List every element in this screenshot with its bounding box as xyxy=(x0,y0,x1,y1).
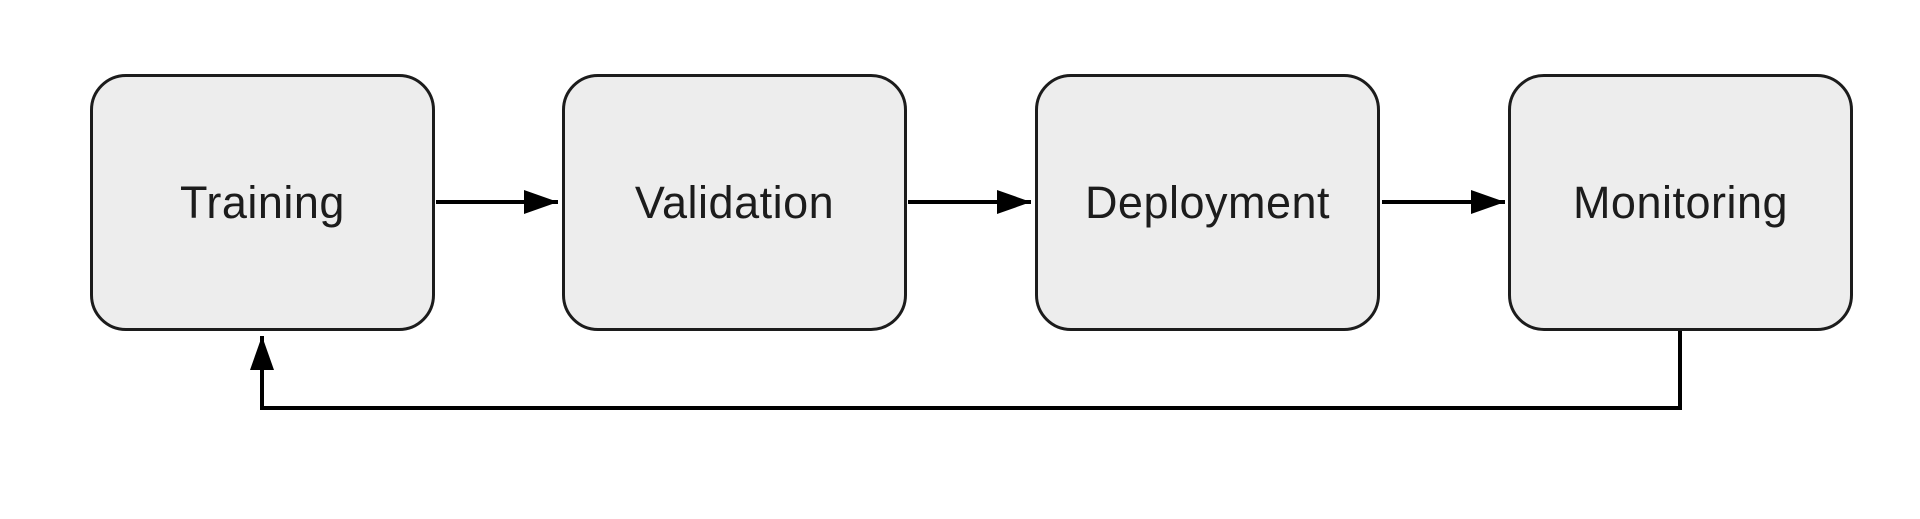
node-deployment-label: Deployment xyxy=(1084,177,1331,228)
node-training-label: Training xyxy=(180,177,345,228)
node-deployment: Deployment xyxy=(1035,74,1380,331)
node-monitoring: Monitoring xyxy=(1508,74,1853,331)
node-validation: Validation xyxy=(562,74,907,331)
node-monitoring-label: Monitoring xyxy=(1572,177,1789,228)
node-training: Training xyxy=(90,74,435,331)
edge-monitoring-to-training-feedback xyxy=(250,330,1682,410)
node-validation-label: Validation xyxy=(634,177,835,228)
